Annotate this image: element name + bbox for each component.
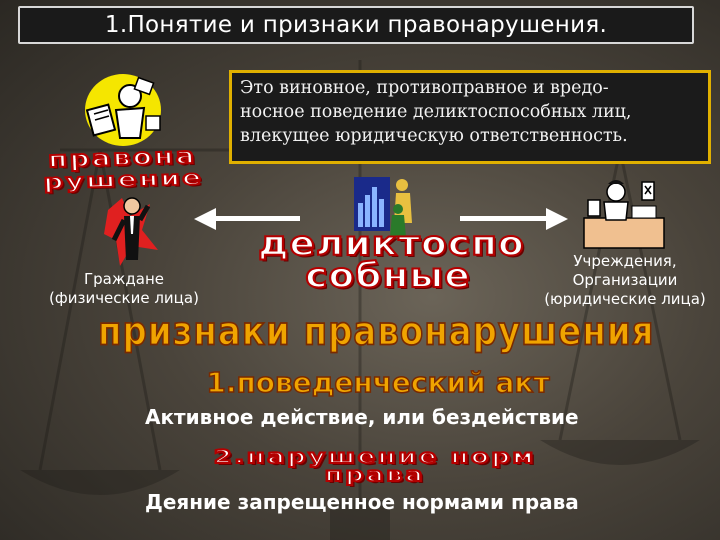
definition-box: Это виновное, противоправное и вредо- но…: [229, 70, 711, 164]
wordart-deliktosposobnye: деликтоспо собные: [257, 224, 525, 296]
label-line: Граждане: [84, 270, 164, 288]
definition-line: носное поведение деликтоспособных лиц,: [240, 102, 632, 122]
label-line: (физические лица): [49, 289, 199, 307]
definition-line: влекущее юридическую ответственность.: [240, 126, 628, 146]
signs-heading: признаки правонарушения: [97, 308, 655, 356]
clipart-man-with-papers-icon: [85, 74, 161, 146]
label-line: Учреждения,: [573, 252, 677, 270]
wordart-line: 2.нарушение норм: [213, 446, 537, 468]
organizations-label: Учреждения, Организации (юридические лиц…: [530, 252, 720, 309]
label-line: (юридические лица): [544, 290, 706, 308]
wordart-line: собные: [304, 256, 471, 296]
clipart-office-worker-icon: [583, 180, 665, 249]
wordart-pravonarushenie: правона рушение: [3, 143, 242, 196]
slide-title: 1.Понятие и признаки правонарушения.: [18, 6, 694, 44]
label-line: Организации: [572, 271, 678, 289]
sign1-heading: 1.поведенческий акт: [206, 365, 551, 400]
sign1-text: Активное действие, или бездействие: [145, 405, 579, 429]
left-arrow-head-icon: [194, 208, 216, 230]
definition-line: Это виновное, противоправное и вредо-: [240, 78, 609, 98]
sign2-text: Деяние запрещенное нормами права: [145, 490, 579, 514]
wordart-line: права: [323, 464, 426, 486]
right-arrow-head-icon: [546, 208, 568, 230]
right-arrow-shaft: [460, 216, 550, 221]
clipart-businessman-icon: [104, 197, 158, 266]
citizens-label: Граждане (физические лица): [36, 270, 212, 308]
wordart-line: деликтоспо: [257, 224, 525, 264]
left-arrow-shaft: [210, 216, 300, 221]
sign2-heading: 2.нарушение норм права: [139, 446, 612, 486]
clipart-chart-figures-icon: [354, 177, 412, 237]
